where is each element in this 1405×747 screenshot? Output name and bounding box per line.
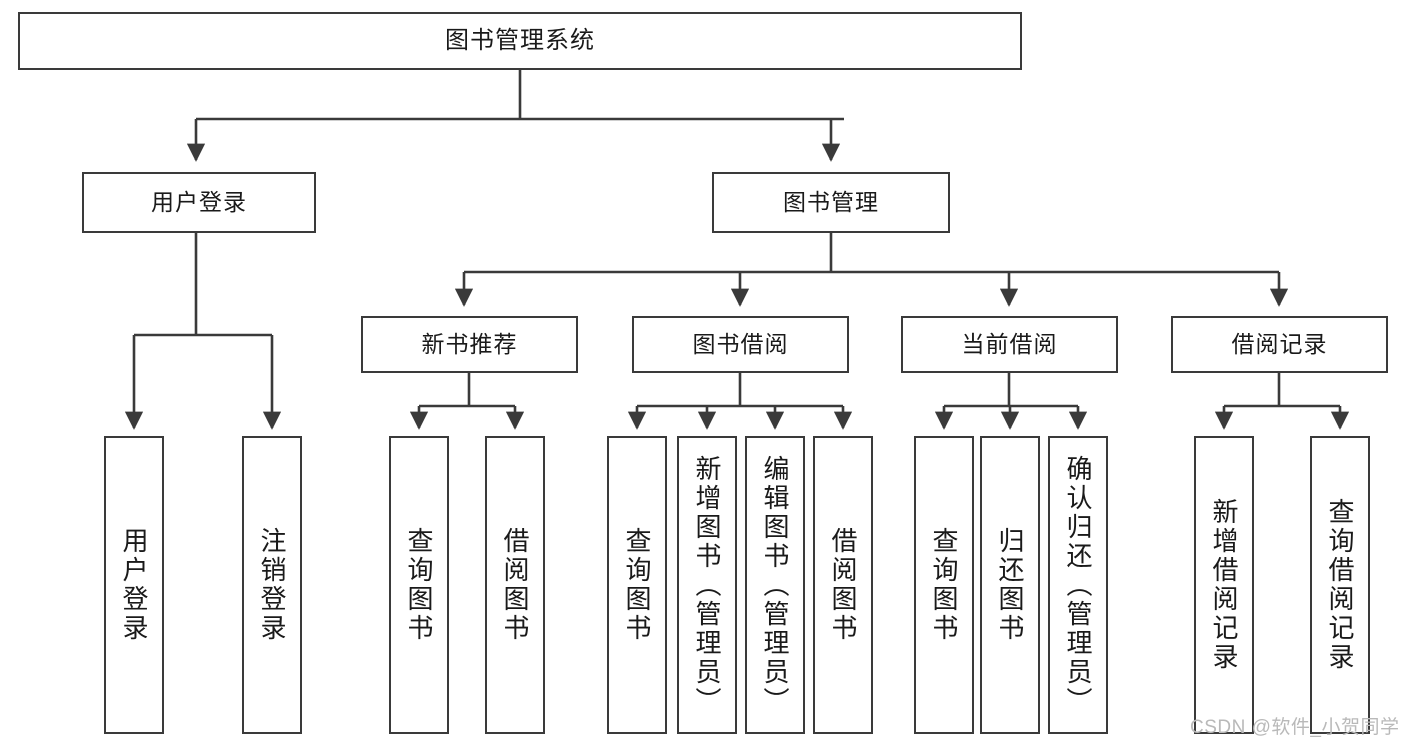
node-label: 用户登录 [151,188,247,215]
node-label: 查询图书 [622,527,652,643]
leaf-add-book-admin[interactable]: 新增图书（管理员） [677,436,737,734]
node-label: 借阅图书 [500,527,530,643]
node-book-borrow[interactable]: 图书借阅 [632,316,849,373]
leaf-edit-book-admin[interactable]: 编辑图书（管理员） [745,436,805,734]
leaf-user-login[interactable]: 用户登录 [104,436,164,734]
node-borrow-record[interactable]: 借阅记录 [1171,316,1388,373]
node-label: 当前借阅 [961,330,1058,357]
node-label: 确认归还（管理员） [1063,454,1093,716]
leaf-query-book-current[interactable]: 查询图书 [914,436,974,734]
node-label: 用户登录 [119,527,149,643]
node-root-system[interactable]: 图书管理系统 [18,12,1022,70]
node-label: 借阅记录 [1231,330,1328,357]
node-label: 图书管理系统 [445,26,595,54]
leaf-confirm-return-admin[interactable]: 确认归还（管理员） [1048,436,1108,734]
node-label: 图书管理 [783,188,879,215]
node-label: 新增借阅记录 [1209,498,1239,672]
node-label: 新书推荐 [421,330,518,357]
leaf-borrow-book-recommend[interactable]: 借阅图书 [485,436,545,734]
node-label: 查询借阅记录 [1325,498,1355,672]
node-label: 查询图书 [404,527,434,643]
leaf-logout-login[interactable]: 注销登录 [242,436,302,734]
csdn-watermark: CSDN @软件_小贺同学 [1190,717,1400,738]
node-user-login[interactable]: 用户登录 [82,172,316,233]
node-new-book-recommend[interactable]: 新书推荐 [361,316,578,373]
node-book-management[interactable]: 图书管理 [712,172,950,233]
node-label: 查询图书 [929,527,959,643]
leaf-query-borrow-record[interactable]: 查询借阅记录 [1310,436,1370,734]
node-label: 归还图书 [995,527,1025,643]
node-current-borrow[interactable]: 当前借阅 [901,316,1118,373]
node-label: 借阅图书 [828,527,858,643]
leaf-borrow-book[interactable]: 借阅图书 [813,436,873,734]
node-label: 编辑图书（管理员） [760,454,790,716]
leaf-query-book-recommend[interactable]: 查询图书 [389,436,449,734]
leaf-add-borrow-record[interactable]: 新增借阅记录 [1194,436,1254,734]
node-label: 新增图书（管理员） [692,454,722,716]
leaf-return-book[interactable]: 归还图书 [980,436,1040,734]
leaf-query-book-borrow[interactable]: 查询图书 [607,436,667,734]
node-label: 图书借阅 [692,330,789,357]
node-label: 注销登录 [257,527,287,643]
